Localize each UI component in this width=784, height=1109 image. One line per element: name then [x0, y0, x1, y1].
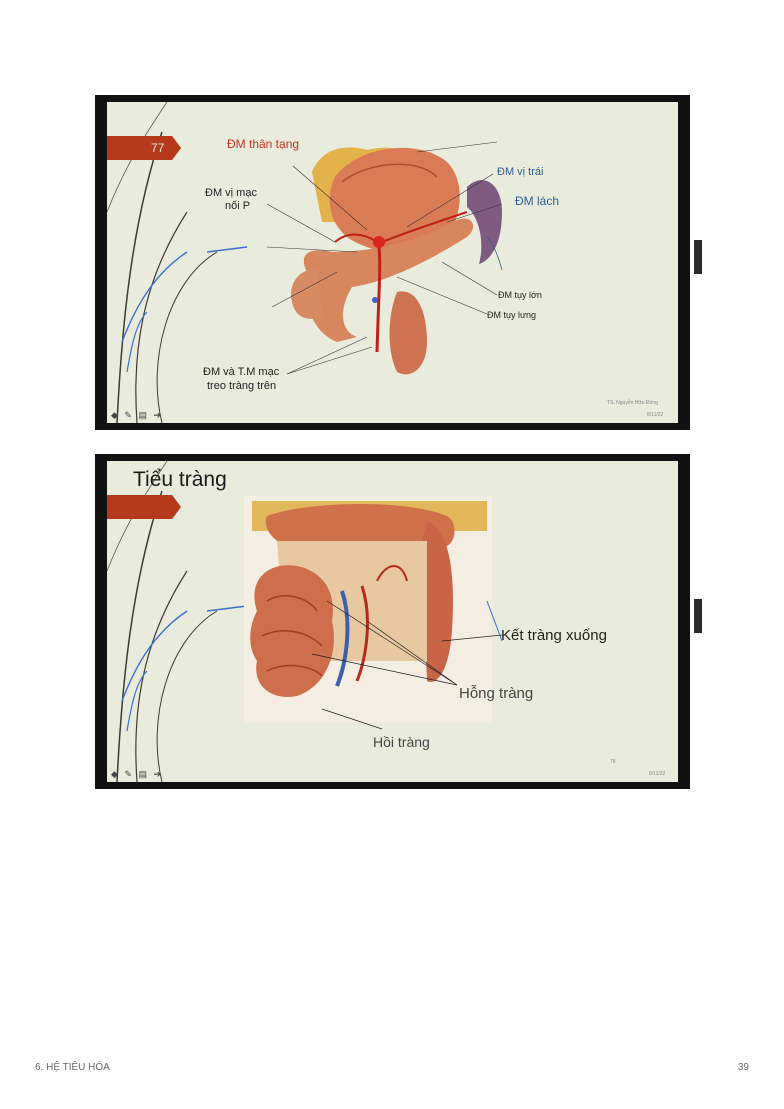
slide-2: Tiểu tràng Kết tràng xuống Hỗng tràng Hồ… [95, 454, 702, 789]
slide-date: 8/11/22 [649, 771, 666, 777]
label-jejunum: Hỗng tràng [459, 685, 534, 702]
slide-date: 8/11/22 [647, 412, 664, 418]
footer-page-number: 39 [737, 1062, 749, 1073]
slide-title: Tiểu tràng [133, 468, 227, 491]
slide-2-artwork [107, 461, 503, 782]
label-dorsal-pancreatic-artery: ĐM tụy lưng [487, 310, 537, 320]
label-gastroepiploic-line2: nối P [225, 200, 251, 212]
slide-1-canvas: 77 ĐM thân tạng ĐM vị trái ĐM lách ĐM vị… [107, 102, 678, 423]
slide-1-artwork [107, 102, 503, 423]
slide-1: 77 ĐM thân tạng ĐM vị trái ĐM lách ĐM vị… [95, 95, 702, 430]
slide-title-tag [107, 495, 181, 519]
slide-author: TS. Nguyễn Hữu Đồng [607, 400, 658, 406]
slide-nav-controls[interactable]: ◆ ✎ ▤ ➔ [111, 410, 164, 420]
label-descending-colon: Kết tràng xuống [501, 627, 607, 644]
slide-number-tag: 77 [107, 136, 181, 160]
label-celiac-artery: ĐM thân tạng [227, 137, 300, 151]
slide-page-number: 78 [610, 759, 616, 765]
slide-number: 77 [151, 141, 165, 155]
slide-2-canvas: Tiểu tràng Kết tràng xuống Hỗng tràng Hồ… [107, 461, 678, 782]
slide-nav-controls[interactable]: ◆ ✎ ▤ ➔ [111, 769, 164, 779]
label-great-pancreatic-artery: ĐM tụy lớn [498, 290, 542, 300]
label-left-gastric-artery: ĐM vị trái [497, 166, 544, 178]
label-gastroepiploic-line1: ĐM vị mạc [205, 187, 257, 199]
footer-chapter: 6. HỆ TIÊU HÓA [35, 1062, 110, 1073]
label-ileum: Hồi tràng [373, 734, 430, 750]
label-splenic-artery: ĐM lách [515, 194, 560, 208]
label-sma-line2: treo tràng trên [207, 380, 277, 392]
label-sma-line1: ĐM và T.M mạc [203, 366, 280, 378]
